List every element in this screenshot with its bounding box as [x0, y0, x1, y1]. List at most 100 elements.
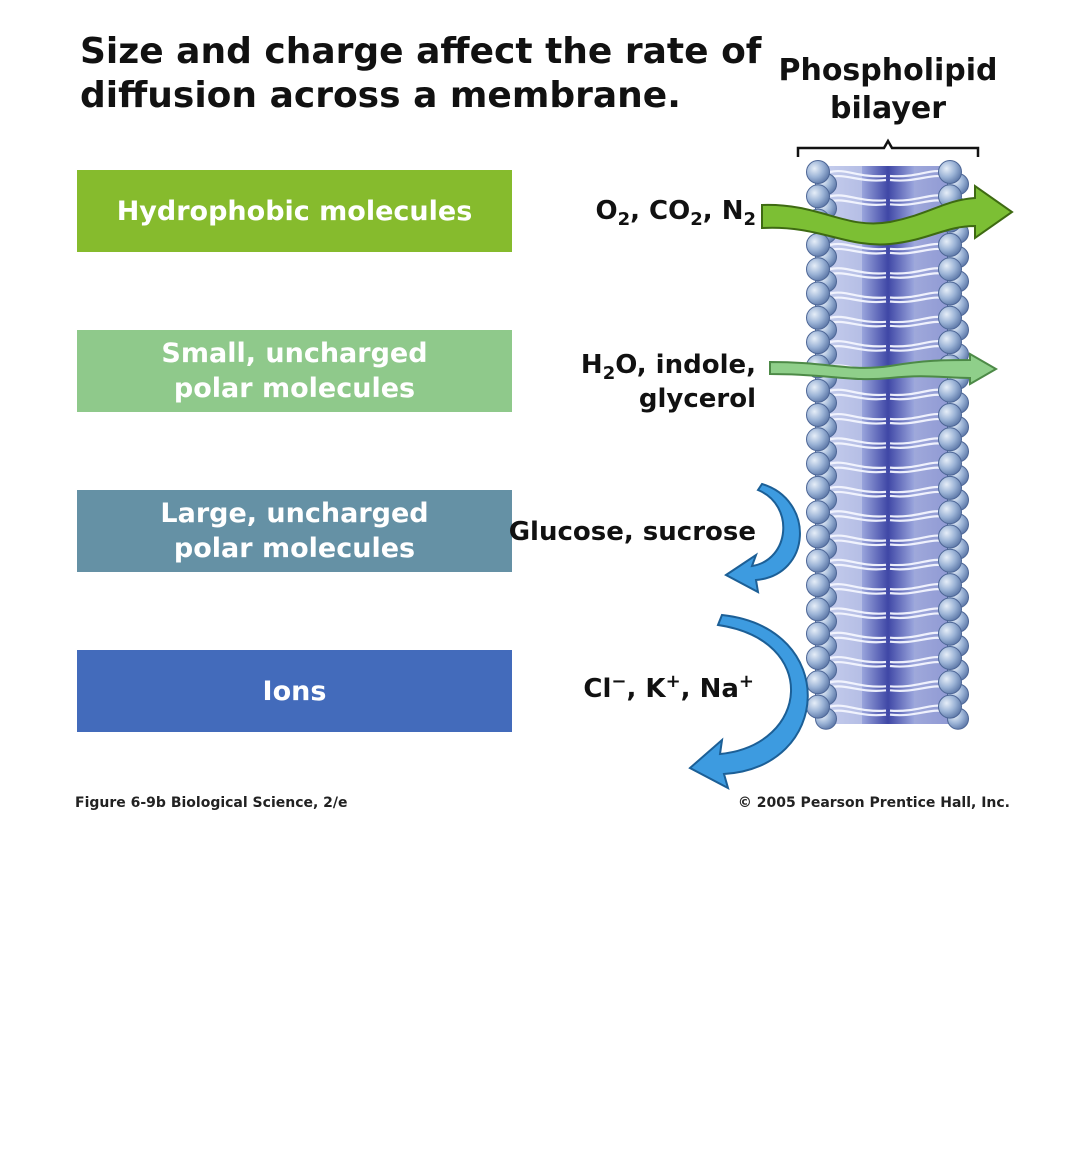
copyright-caption: © 2005 Pearson Prentice Hall, Inc.	[737, 795, 1010, 811]
diagram-title: Size and charge affect the rate of diffu…	[80, 30, 762, 118]
phospholipid-tail	[829, 315, 887, 324]
phospholipid-tail	[829, 656, 887, 664]
h2o-symbol: H	[580, 350, 603, 380]
phospholipid-tail	[829, 291, 887, 299]
phospholipid-head	[806, 427, 830, 452]
potassium-symbol: , K	[626, 674, 666, 704]
phospholipid-tail	[829, 442, 887, 449]
small-polar-line-2: glycerol	[638, 384, 756, 414]
title-line-2: diffusion across a membrane.	[80, 75, 681, 116]
phospholipid-head	[938, 500, 962, 525]
phospholipid-tail	[829, 680, 887, 688]
phospholipid-head	[806, 670, 830, 695]
superscript: +	[738, 671, 754, 692]
phospholipid-head	[938, 330, 962, 355]
subscript: 2	[743, 209, 756, 230]
phospholipid-head	[806, 694, 830, 719]
phospholipid-head	[806, 548, 830, 573]
phospholipid-tail	[829, 437, 887, 445]
phospholipid-tail	[829, 461, 887, 469]
subscript: 2	[690, 209, 703, 230]
phospholipid-head	[806, 257, 830, 282]
phospholipid-tail	[829, 485, 887, 494]
o2-symbol: O	[595, 196, 618, 226]
phospholipid-head	[806, 451, 830, 476]
category-label: polar molecules	[173, 373, 416, 404]
phospholipid-tail	[829, 490, 887, 498]
phospholipid-tail	[829, 612, 887, 620]
phospholipid-tail	[829, 558, 887, 567]
category-box-ions: Ions	[77, 650, 512, 732]
phospholipid-bilayer	[806, 160, 969, 730]
co2-symbol: , CO	[630, 196, 691, 226]
phospholipid-tail	[829, 340, 887, 348]
phospholipid-head	[806, 160, 830, 184]
bilayer-label-line-1: Phospholipid	[778, 53, 998, 88]
phospholipid-tail	[829, 247, 887, 255]
large-polar-molecules-label: Glucose, sucrose	[508, 517, 756, 547]
phospholipid-head	[806, 184, 830, 209]
small-polar-diffusion-arrow	[769, 352, 999, 386]
phospholipid-tail	[829, 345, 887, 352]
phospholipid-head	[806, 524, 830, 549]
lipid-heads-front	[806, 160, 962, 719]
phospholipid-head	[806, 621, 830, 646]
phospholipid-tail	[829, 170, 887, 178]
ions-label: Cl−, K+, Na+	[583, 672, 754, 706]
subscript: 2	[602, 363, 616, 384]
sodium-symbol: , Na	[680, 674, 739, 704]
phospholipid-head	[806, 281, 830, 306]
phospholipid-head	[938, 427, 962, 452]
phospholipid-tail	[829, 418, 887, 425]
phospholipid-head	[938, 305, 962, 330]
superscript: −	[611, 671, 627, 692]
phospholipid-head	[938, 597, 962, 622]
phospholipid-tail	[829, 607, 887, 615]
subscript: 2	[617, 209, 631, 230]
phospholipid-head	[938, 694, 962, 719]
phospholipid-tail	[829, 588, 887, 595]
bilayer-bracket	[796, 138, 980, 157]
phospholipid-head	[806, 573, 830, 598]
category-label: polar molecules	[173, 533, 416, 564]
title-line-1: Size and charge affect the rate of	[80, 31, 762, 72]
phospholipid-tail	[829, 466, 887, 474]
phospholipid-head	[806, 646, 830, 670]
category-box-hydrophobic: Hydrophobic molecules	[77, 170, 512, 252]
phospholipid-head	[938, 475, 962, 500]
hydrophobic-molecules-label: O2, CO2, N2	[595, 194, 756, 230]
phospholipid-tail	[829, 709, 887, 717]
phospholipid-head	[806, 597, 830, 622]
phospholipid-tail	[829, 320, 887, 328]
phospholipid-tail	[829, 267, 887, 275]
phospholipid-tail	[829, 539, 887, 547]
phospholipid-tail	[829, 685, 887, 692]
phospholipid-head	[938, 403, 962, 427]
bilayer-core	[862, 166, 914, 724]
phospholipid-tail	[829, 515, 887, 522]
chloride-symbol: Cl	[583, 674, 612, 704]
bilayer-label-line-2: bilayer	[829, 91, 947, 126]
phospholipid-head	[938, 646, 962, 670]
phospholipid-tail	[829, 272, 887, 279]
n2-symbol: , N	[702, 196, 744, 226]
small-polar-molecules-label: H2O, indole, glycerol	[581, 348, 756, 416]
superscript: +	[665, 671, 681, 692]
small-polar-line-1: H2O, indole,	[580, 348, 756, 384]
phospholipid-head	[806, 305, 830, 330]
phospholipid-tail	[829, 661, 887, 668]
phospholipid-head	[938, 524, 962, 549]
category-label: Ions	[262, 675, 327, 707]
phospholipid-head	[806, 232, 830, 257]
phospholipid-tail	[829, 296, 887, 304]
phospholipid-tail	[829, 631, 887, 640]
large-polar-blocked-arrow	[724, 482, 801, 594]
small-polar-rest: O, indole,	[615, 350, 756, 380]
phospholipid-head	[938, 670, 962, 695]
phospholipid-tail	[829, 583, 887, 591]
phospholipid-head	[806, 475, 830, 500]
phospholipid-head	[806, 330, 830, 355]
phospholipid-head	[938, 378, 962, 403]
phospholipid-tail	[829, 199, 887, 206]
